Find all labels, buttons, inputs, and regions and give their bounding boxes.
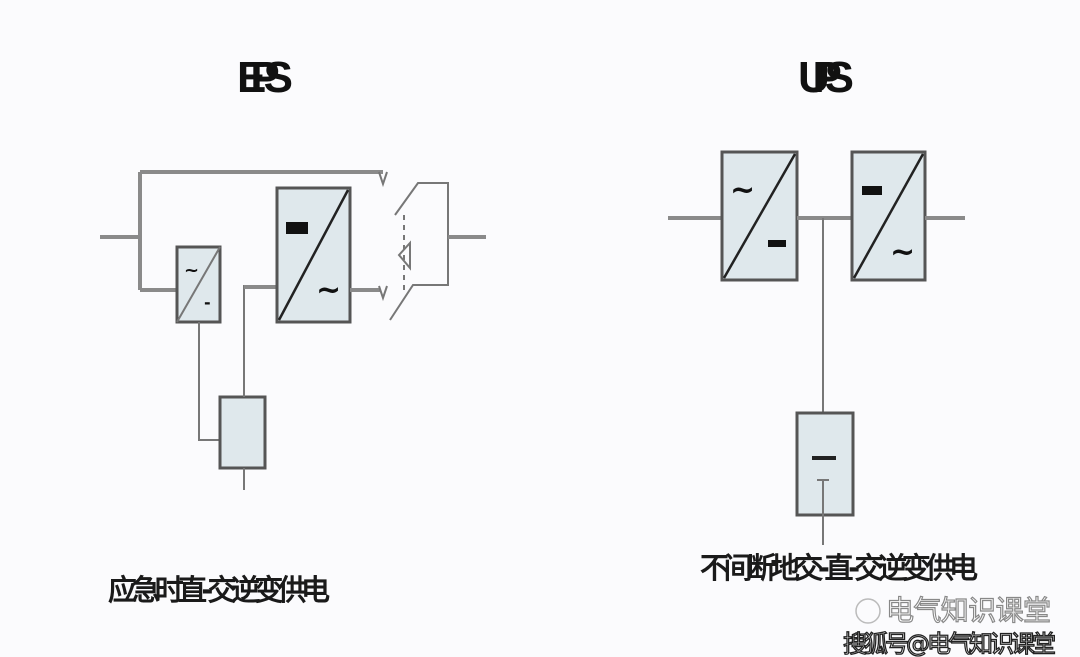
eps-rectifier-ac-symbol: ~	[184, 260, 199, 281]
watermark: 电气知识课堂 搜狐号@电气知识课堂	[842, 593, 1056, 657]
ups-diagram: UPS ~ ~ 不间断地交-直-交逆变供电	[668, 53, 978, 585]
ups-rectifier-dc-symbol	[768, 240, 786, 247]
eps-caption: 应急时直-交逆变供电	[108, 573, 330, 607]
eps-charge-line	[198, 322, 220, 441]
eps-inverter-dc-symbol	[286, 222, 308, 234]
watermark-channel: 电气知识课堂	[886, 594, 1051, 627]
ups-battery-lead	[817, 479, 829, 545]
watermark-source: 搜狐号@电气知识课堂	[843, 630, 1056, 657]
eps-battery-box	[218, 395, 267, 470]
ups-rectifier-ac-symbol: ~	[730, 173, 755, 208]
watermark-logo-icon	[855, 598, 881, 624]
eps-diagram: EPS ~ - ~ 应急时直-交逆变供电	[100, 53, 486, 607]
ups-title: UPS	[798, 53, 854, 102]
ups-battery-box	[795, 411, 855, 517]
eps-contact-bottom	[378, 285, 388, 302]
ups-inverter-ac-symbol: ~	[890, 235, 915, 270]
eps-input-line	[100, 170, 383, 292]
ups-caption: 不间断地交-直-交逆变供电	[700, 551, 978, 585]
eps-transfer-switch	[389, 182, 449, 321]
ups-inverter-dc-symbol	[862, 186, 882, 195]
eps-rectifier-dc-symbol: -	[204, 293, 211, 312]
eps-title: EPS	[237, 53, 293, 102]
eps-inverter-ac-symbol: ~	[316, 273, 341, 308]
eps-contact-top	[378, 171, 388, 188]
